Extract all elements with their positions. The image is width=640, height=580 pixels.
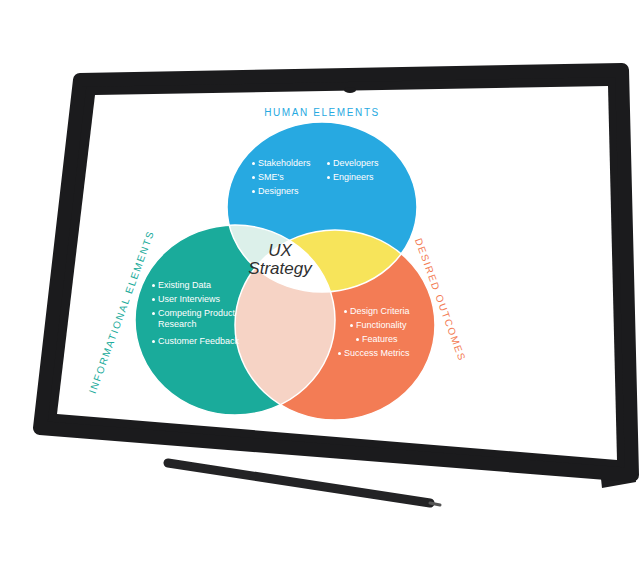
bullet-item: Competing Product Research <box>158 308 238 330</box>
informational-elements-circle: INFORMATIONAL ELEMENTSExisting DataUser … <box>135 225 335 415</box>
bullet-dot <box>344 310 347 313</box>
bullet-dot <box>327 162 330 165</box>
bullet-dot <box>356 338 359 341</box>
bullet-item: Functionality <box>356 320 407 331</box>
circle-outline <box>235 230 435 420</box>
bullet-dot <box>327 176 330 179</box>
bullet-dot <box>350 324 353 327</box>
tablet-frame <box>40 70 632 475</box>
bullet-dot <box>152 312 155 315</box>
bullet-item: SME's <box>258 172 284 183</box>
stylus <box>168 463 430 503</box>
circle-outline <box>227 122 417 292</box>
bullet-item: Engineers <box>333 172 374 183</box>
circle-heading: HUMAN ELEMENTS <box>264 107 380 119</box>
bullet-dot <box>152 284 155 287</box>
bullet-item: Success Metrics <box>344 348 410 359</box>
bullet-dot <box>338 352 341 355</box>
bullet-dot <box>252 190 255 193</box>
bullet-dot <box>152 298 155 301</box>
tablet-screen <box>57 86 617 460</box>
bullet-dot <box>252 176 255 179</box>
bullet-item: Designers <box>258 186 299 197</box>
bullet-dot <box>252 162 255 165</box>
center-title: UX Strategy <box>240 242 320 278</box>
circle-heading: DESIRED OUTCOMES <box>412 237 468 364</box>
ux-strategy-center: UX Strategy <box>240 242 320 278</box>
bullet-item: Existing Data <box>158 280 211 291</box>
bullet-item: Features <box>362 334 398 345</box>
circle-heading: INFORMATIONAL ELEMENTS <box>87 229 157 396</box>
desired-outcomes-circle: DESIRED OUTCOMESDesign CriteriaFunctiona… <box>235 230 435 420</box>
bullet-item: Stakeholders <box>258 158 311 169</box>
bullet-dot <box>152 340 155 343</box>
bullet-item: Customer Feedback <box>158 336 239 347</box>
camera-notch <box>344 87 356 93</box>
stylus-tip <box>430 503 440 505</box>
bullet-item: Developers <box>333 158 379 169</box>
bullet-item: Design Criteria <box>350 306 410 317</box>
bullet-item: User Interviews <box>158 294 220 305</box>
